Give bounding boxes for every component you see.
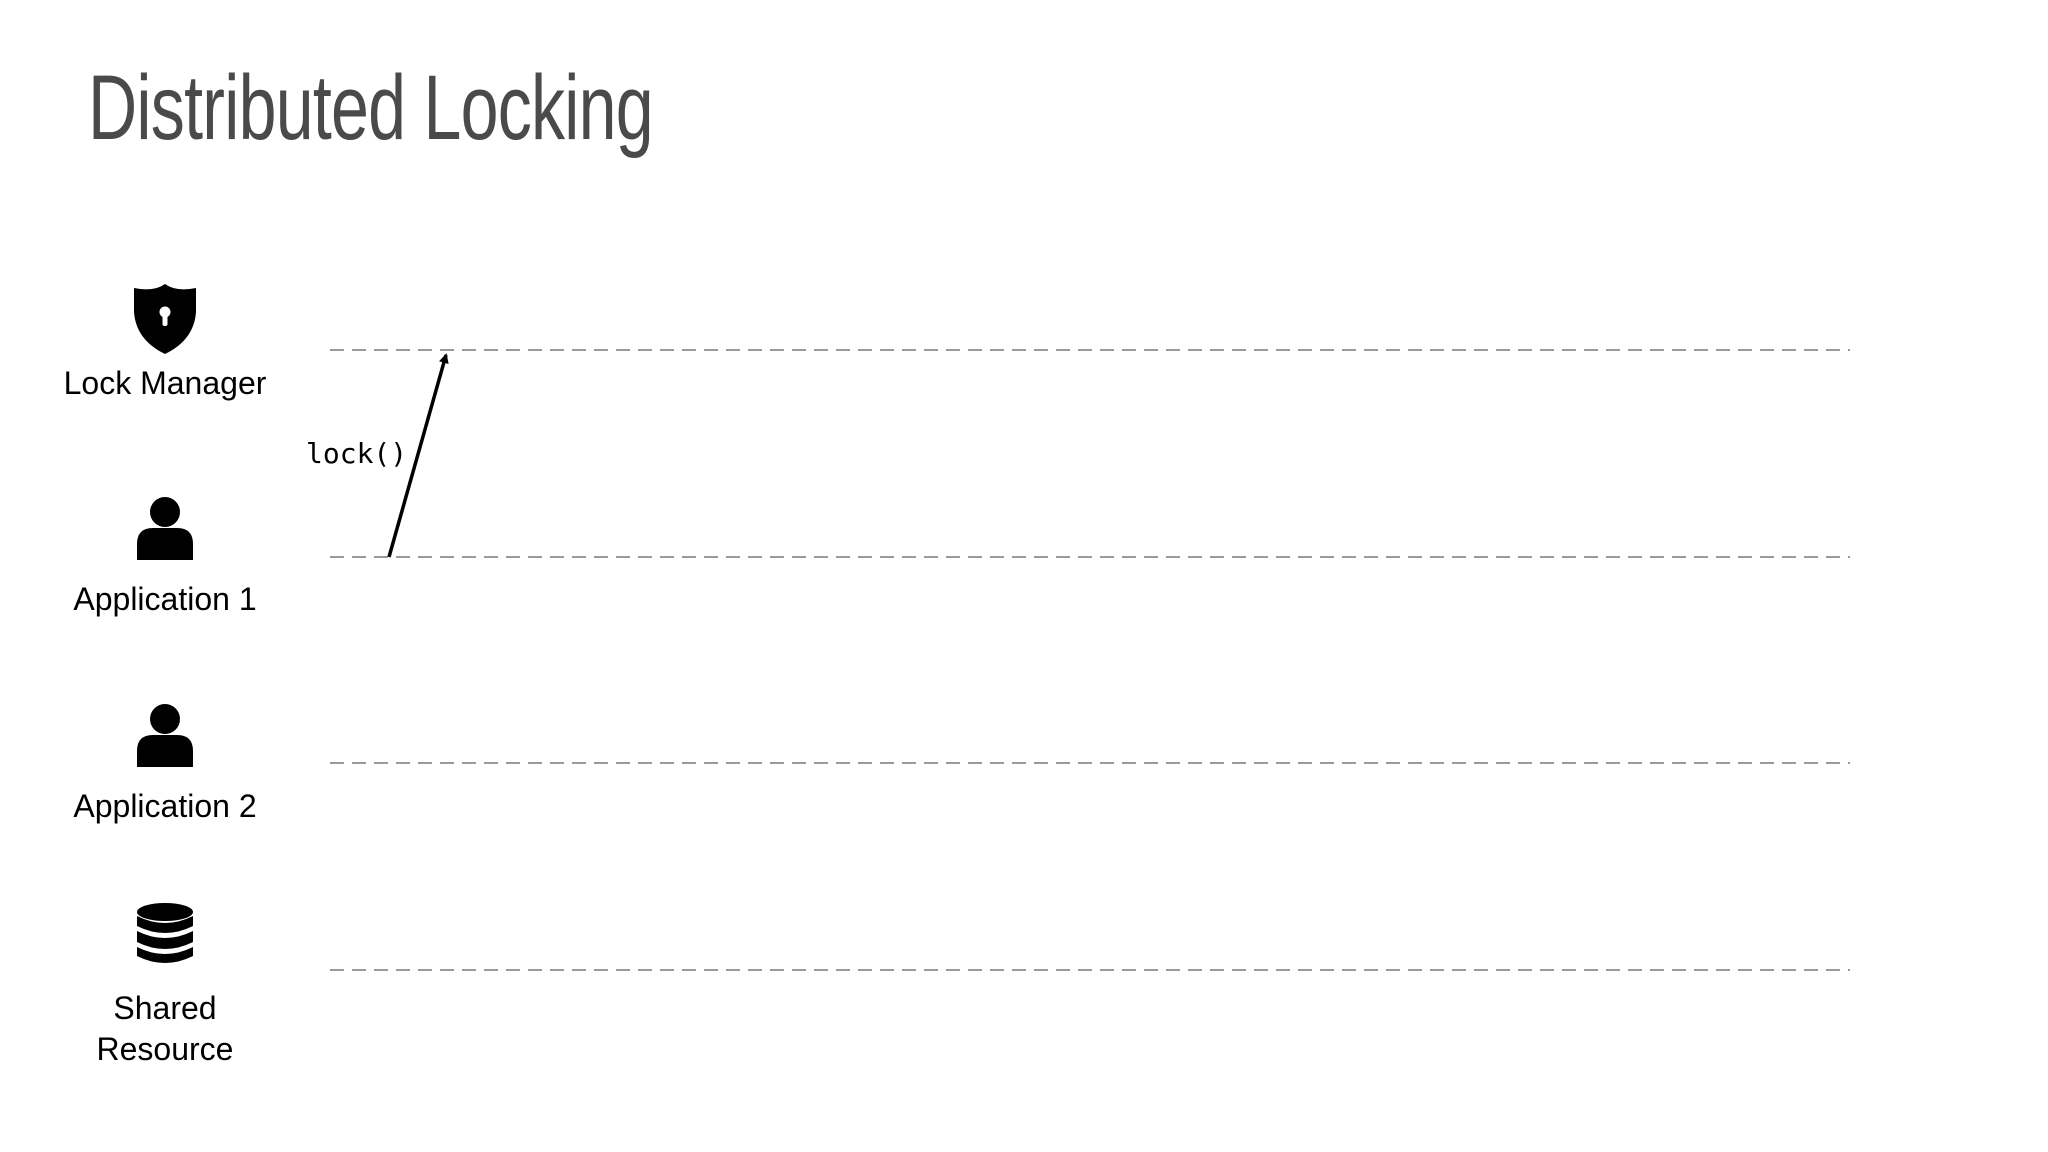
actor-label-application-2: Application 2	[73, 788, 256, 824]
user-icon	[137, 704, 193, 767]
user-icon	[137, 497, 193, 560]
message-lock: lock()	[306, 353, 449, 558]
actor-label-shared-resource-line-2: Resource	[97, 1031, 234, 1067]
message-arrow-lock	[387, 353, 449, 558]
actor-label-lock-manager: Lock Manager	[64, 365, 267, 401]
message-label-lock: lock()	[306, 437, 407, 470]
database-icon	[137, 903, 193, 963]
actor-shared-resource: Shared Resource	[97, 903, 234, 1067]
actor-application-2: Application 2	[73, 704, 257, 824]
actor-label-shared-resource-line-1: Shared	[113, 990, 216, 1026]
actor-label-application-1: Application 1	[73, 581, 256, 617]
slide-title: Distributed Locking	[88, 57, 654, 159]
actor-application-1: Application 1	[73, 497, 257, 617]
actor-lock-manager: Lock Manager	[64, 284, 267, 401]
